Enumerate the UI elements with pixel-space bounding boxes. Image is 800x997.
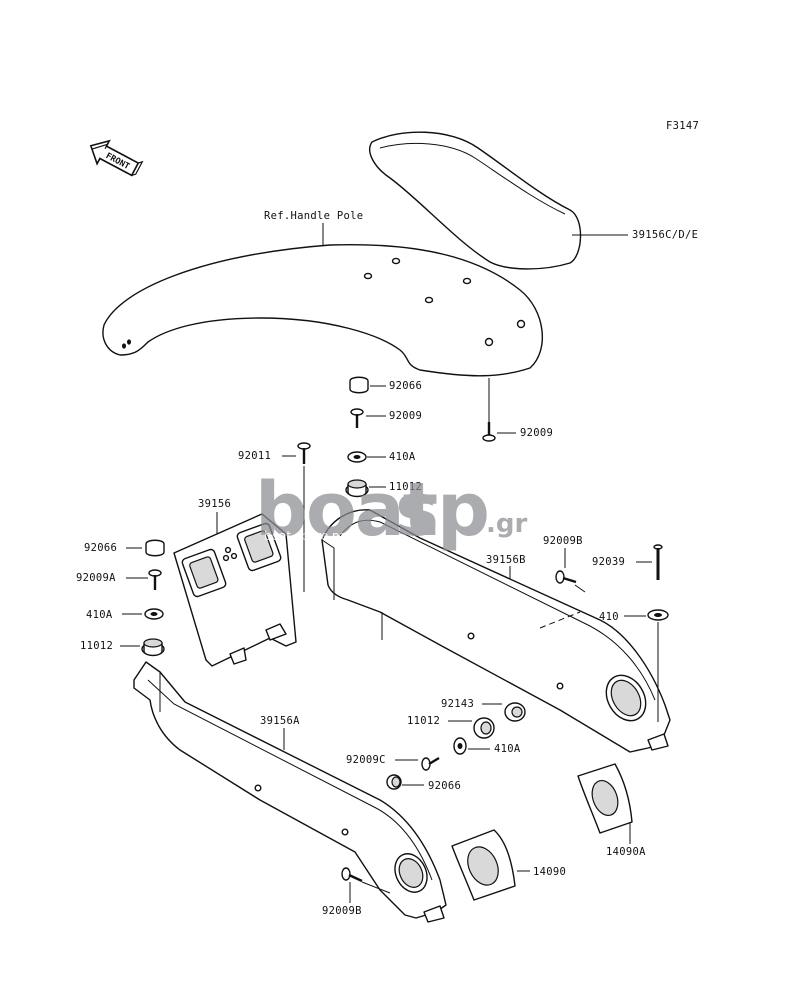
washer-410 xyxy=(647,609,669,621)
callout-92066-left: 92066 xyxy=(84,542,117,554)
side-rail-39156b xyxy=(321,509,671,753)
callout-92066-top: 92066 xyxy=(389,380,422,392)
callout-92143: 92143 xyxy=(441,698,474,710)
screw-92009c xyxy=(421,756,440,771)
grommet-11012-top xyxy=(345,479,369,498)
plug-92066-top xyxy=(349,376,369,394)
washer-410a-left xyxy=(144,608,164,620)
grommet-11012-lower xyxy=(473,717,495,739)
callout-39156b: 39156B xyxy=(486,554,526,566)
screw-92009a xyxy=(148,569,162,590)
vent-cover-14090 xyxy=(451,829,516,901)
callout-11012-top: 11012 xyxy=(389,481,422,493)
screw-92009-mid xyxy=(350,408,364,428)
watermark-logo: boat sp .gr boat spare parts xyxy=(255,467,527,553)
washer-410a-lower xyxy=(453,737,467,755)
callout-11012-left: 11012 xyxy=(80,640,113,652)
screw-92009b-bottom xyxy=(341,867,363,883)
grommet-11012-left xyxy=(141,638,165,657)
washer-410a-top xyxy=(347,451,367,463)
watermark-brand-a: boat xyxy=(255,467,437,553)
vent-cover-14090a xyxy=(577,763,633,834)
watermark-tagline: boat spare parts xyxy=(264,529,363,543)
figure-code: F3147 xyxy=(666,120,699,132)
leader-screw-92009b-bottom xyxy=(361,881,391,894)
callout-92009b-right: 92009B xyxy=(543,535,583,547)
callout-14090a: 14090A xyxy=(606,846,646,858)
callout-92009-right: 92009 xyxy=(520,427,553,439)
callout-92009c: 92009C xyxy=(346,754,386,766)
screw-92009b-right xyxy=(555,570,577,584)
watermark-brand-b: sp xyxy=(395,467,488,553)
collar-92143 xyxy=(504,702,526,722)
watermark-suffix: .gr xyxy=(486,509,527,539)
callout-410: 410 xyxy=(599,611,619,623)
callout-11012-lower: 11012 xyxy=(407,715,440,727)
deck-cover xyxy=(102,243,544,377)
callout-92009b-bottom: 92009B xyxy=(322,905,362,917)
pin-92039 xyxy=(653,544,663,580)
side-rail-39156a xyxy=(133,661,447,923)
callout-39156a: 39156A xyxy=(260,715,300,727)
callout-92009a: 92009A xyxy=(76,572,116,584)
seat-cushion xyxy=(369,131,582,270)
leader-screw-92009b-right xyxy=(574,584,586,593)
callout-410a-left: 410A xyxy=(86,609,113,621)
callout-92066-lower: 92066 xyxy=(428,780,461,792)
callout-14090: 14090 xyxy=(533,866,566,878)
callout-92009-mid: 92009 xyxy=(389,410,422,422)
screw-92009-right xyxy=(482,422,496,442)
callout-39156cde: 39156C/D/E xyxy=(632,229,698,241)
plug-92066-lower xyxy=(386,774,402,790)
callout-410a-lower: 410A xyxy=(494,743,521,755)
callout-92011: 92011 xyxy=(238,450,271,462)
front-arrow-icon: FRONT xyxy=(89,139,144,177)
callout-92039: 92039 xyxy=(592,556,625,568)
screw-92011 xyxy=(297,442,311,464)
callout-410a-top: 410A xyxy=(389,451,416,463)
ref-handle-pole-label: Ref.Handle Pole xyxy=(264,210,363,222)
plug-92066-left xyxy=(145,539,165,557)
front-panel-39156 xyxy=(173,513,297,667)
callout-39156: 39156 xyxy=(198,498,231,510)
